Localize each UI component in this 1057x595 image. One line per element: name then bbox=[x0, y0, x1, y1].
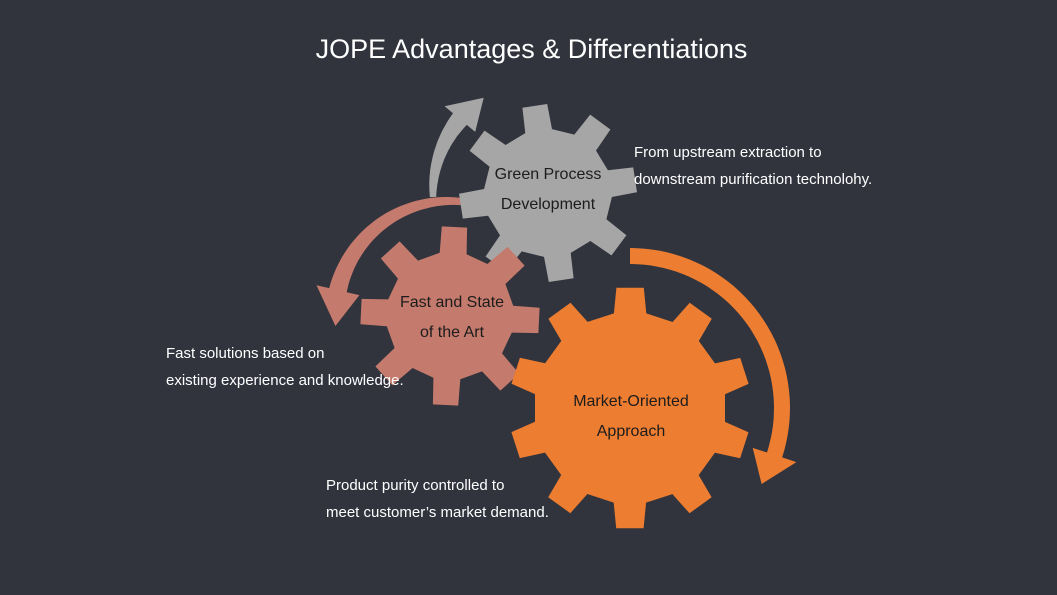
curved-arrow-gray bbox=[429, 97, 484, 198]
description-line: meet customer’s market demand. bbox=[326, 504, 549, 521]
gear-label-line: of the Art bbox=[419, 324, 485, 341]
curved-arrow-orange bbox=[630, 248, 797, 484]
gear-label-line: Fast and State bbox=[399, 294, 505, 311]
description-line: Product purity controlled to bbox=[326, 477, 505, 494]
description-line: existing experience and knowledge. bbox=[166, 372, 404, 389]
page-title: JOPE Advantages & Differentiations bbox=[315, 34, 748, 64]
gear-label-market: Market-Oriented Approach bbox=[541, 387, 721, 447]
description-market: Product purity controlled to meet custom… bbox=[326, 472, 549, 526]
description-green: From upstream extraction to downstream p… bbox=[634, 139, 872, 193]
curved-arrow-salmon bbox=[316, 197, 477, 326]
gear-label-line: Market-Oriented bbox=[573, 393, 689, 410]
description-line: downstream purification technolohy. bbox=[634, 171, 873, 188]
gear-market-oriented bbox=[511, 287, 749, 529]
description-line: Fast solutions based on bbox=[166, 345, 325, 362]
gear-label-line: Green Process bbox=[494, 166, 602, 183]
gear-fast-state bbox=[360, 226, 540, 406]
description-line: From upstream extraction to bbox=[634, 144, 822, 161]
gear-label-line: Approach bbox=[596, 423, 666, 440]
gear-label-green: Green Process Development bbox=[458, 160, 638, 220]
gear-green-process bbox=[459, 104, 637, 282]
gear-label-fast: Fast and State of the Art bbox=[362, 288, 542, 348]
gear-label-line: Development bbox=[500, 196, 596, 213]
description-fast: Fast solutions based on existing experie… bbox=[166, 340, 404, 394]
